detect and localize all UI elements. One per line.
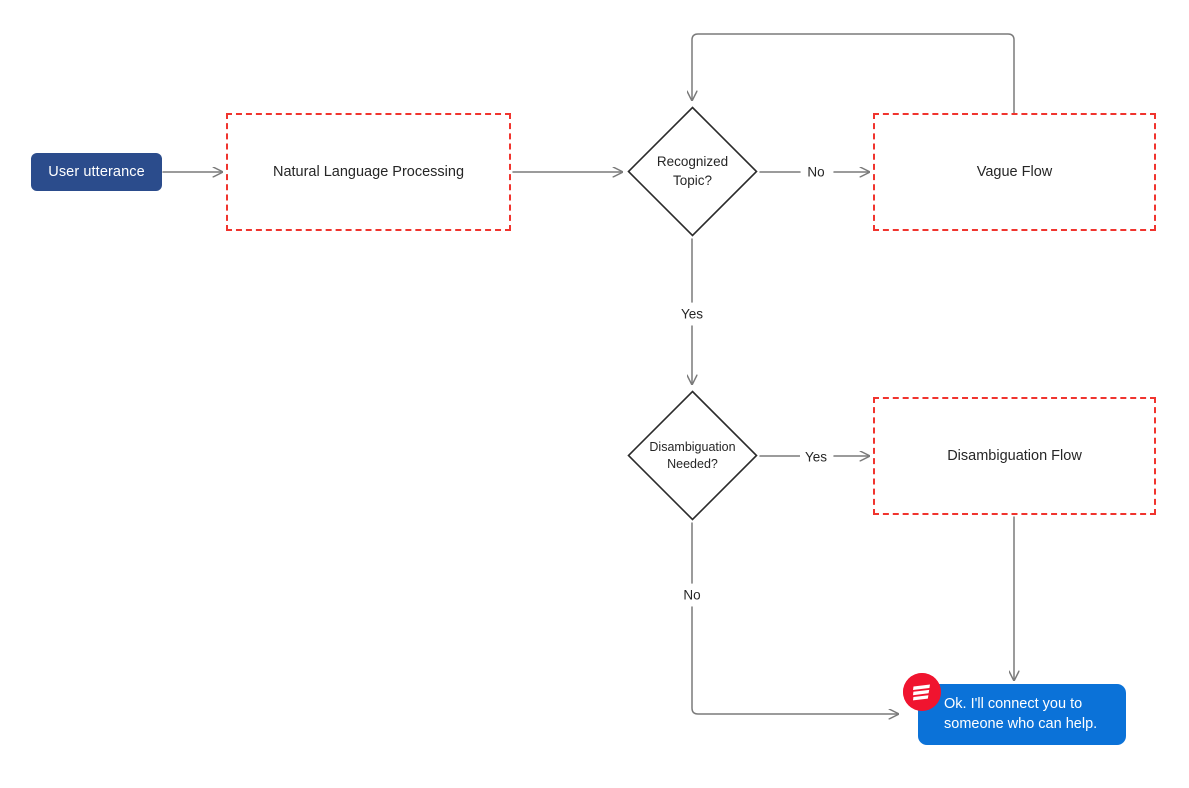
node-bot-message[interactable]: Ok. I'll connect you to someone who can …: [918, 684, 1126, 745]
node-disambiguation-needed-label: Disambiguation Needed?: [649, 439, 736, 471]
bot-avatar-glyph: [903, 673, 941, 711]
node-user-utterance-label: User utterance: [48, 164, 145, 180]
node-recognized-topic-label: Recognized Topic?: [656, 154, 729, 188]
node-vague-flow-label: Vague Flow: [976, 164, 1053, 180]
node-disambiguation-needed[interactable]: Disambiguation Needed?: [627, 390, 758, 521]
edge-label-disambiguation-yes: Yes: [799, 449, 833, 465]
node-disambiguation-flow-label: Disambiguation Flow: [947, 448, 1082, 464]
node-bot-message-label: Ok. I'll connect you to someone who can …: [944, 695, 1098, 732]
node-natural-language-processing[interactable]: Natural Language Processing: [226, 113, 511, 231]
edge-label-topic-yes: Yes: [675, 306, 709, 322]
edge-label-disambiguation-no: No: [678, 587, 706, 603]
node-disambiguation-flow[interactable]: Disambiguation Flow: [873, 397, 1156, 515]
node-vague-flow[interactable]: Vague Flow: [873, 113, 1156, 231]
node-user-utterance[interactable]: User utterance: [31, 153, 162, 191]
diamond-shape-disambiguation-needed: [627, 390, 758, 521]
diamond-shape-recognized-topic: [627, 106, 758, 237]
edge-label-topic-no: No: [802, 164, 830, 180]
edge-disam-no-b: [691, 606, 898, 714]
edge-vague-loop-back: [692, 33, 1015, 114]
bot-avatar-icon: [903, 673, 941, 711]
node-recognized-topic[interactable]: Recognized Topic?: [627, 106, 758, 237]
node-natural-language-processing-label: Natural Language Processing: [272, 164, 465, 180]
